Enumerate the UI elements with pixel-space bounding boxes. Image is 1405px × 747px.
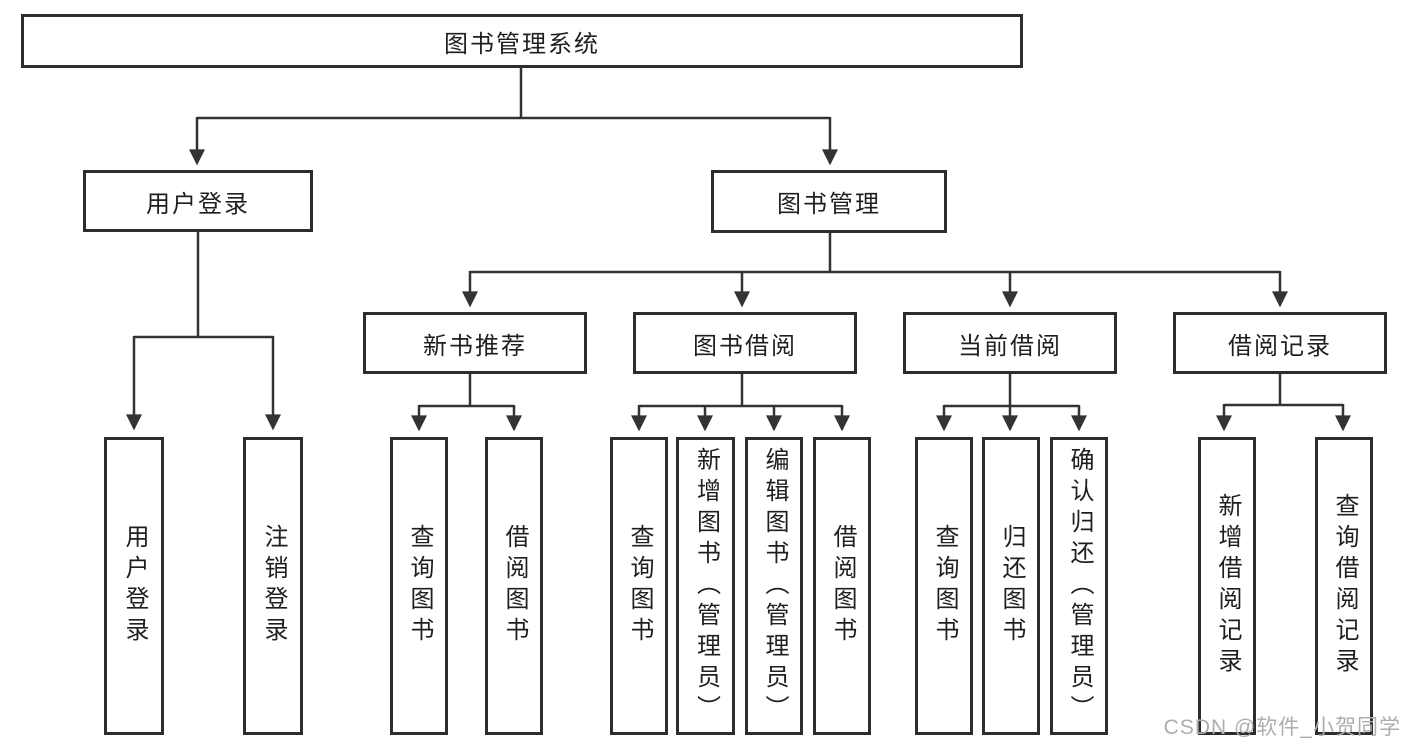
leaf-query-books-current: 查询图书 (915, 437, 973, 735)
leaf-return-books: 归还图书 (982, 437, 1040, 735)
leaf-borrow-books-borrowing: 借阅图书 (813, 437, 871, 735)
node-borrow-records: 借阅记录 (1173, 312, 1387, 374)
node-book-management: 图书管理 (711, 170, 947, 233)
watermark-csdn: CSDN @软件_小贺同学 (1163, 716, 1401, 739)
leaf-query-books-borrowing: 查询图书 (610, 437, 668, 735)
node-user-login-branch: 用户登录 (83, 170, 313, 232)
leaf-query-books-recommend: 查询图书 (390, 437, 448, 735)
node-library-management-system: 图书管理系统 (21, 14, 1023, 68)
leaf-add-borrow-record: 新增借阅记录 (1198, 437, 1256, 735)
leaf-logout: 注销登录 (243, 437, 303, 735)
leaf-user-login: 用户登录 (104, 437, 164, 735)
node-book-borrowing: 图书借阅 (633, 312, 857, 374)
node-current-borrowing: 当前借阅 (903, 312, 1117, 374)
leaf-add-books-admin: 新增图书（管理员） (676, 437, 735, 735)
leaf-confirm-return-admin: 确认归还（管理员） (1050, 437, 1108, 735)
leaf-borrow-books-recommend: 借阅图书 (485, 437, 543, 735)
node-new-book-recommendation: 新书推荐 (363, 312, 587, 374)
leaf-edit-books-admin: 编辑图书（管理员） (745, 437, 803, 735)
leaf-query-borrow-record: 查询借阅记录 (1315, 437, 1373, 735)
